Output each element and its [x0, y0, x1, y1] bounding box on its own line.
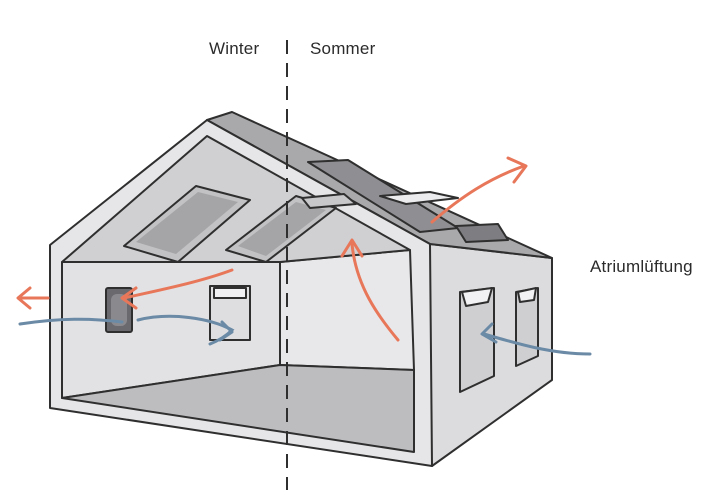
cool-air-arrow-icon — [18, 317, 124, 326]
warm-air-arrow-icon — [430, 156, 528, 224]
cool-air-arrow-icon — [480, 322, 592, 356]
side-window-front — [459, 287, 495, 393]
warm-air-arrow-icon — [16, 286, 50, 310]
wall-vent-inner — [111, 294, 127, 326]
warm-air-arrow-icon — [340, 238, 400, 342]
side-window-back — [515, 287, 539, 367]
interior-back-wall-right — [279, 249, 415, 371]
interior-floor — [61, 364, 415, 453]
cool-air-arrow-icon — [136, 314, 235, 346]
label-winter: Winter — [209, 39, 260, 58]
skylight-left-2 — [225, 195, 337, 263]
warm-air-arrow-icon — [120, 268, 234, 310]
label-summer: Sommer — [310, 39, 376, 58]
roof-window-open — [301, 159, 509, 243]
skylight-left-1 — [123, 185, 251, 263]
label-atrium-ventilation: Atriumlüftung — [590, 257, 693, 276]
